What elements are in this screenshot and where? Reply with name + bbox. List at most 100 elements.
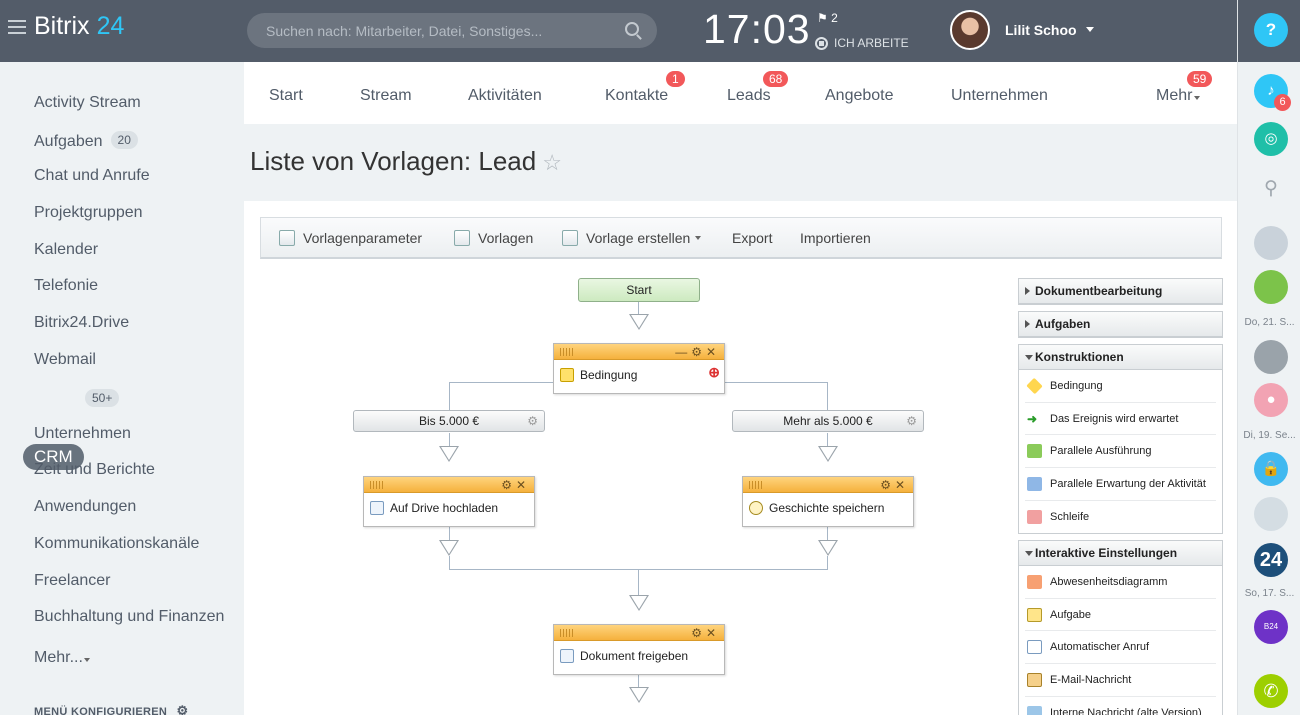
configure-menu[interactable]: MENÜ KONFIGURIEREN ⚙ (34, 703, 188, 715)
nav-zeit[interactable]: Zeit und Berichte (34, 461, 155, 478)
activity-controls[interactable]: ⚙✕ (501, 478, 530, 492)
contact-avatar[interactable] (1254, 497, 1288, 531)
chat-icon[interactable]: ◎ (1254, 122, 1288, 156)
contact-avatar[interactable] (1254, 226, 1288, 260)
nav-crm[interactable]: CRM (23, 444, 84, 470)
import-button[interactable]: Importieren (800, 230, 871, 246)
page-title-text: Liste von Vorlagen: Lead (250, 146, 537, 176)
b24-avatar[interactable]: 24 (1254, 543, 1288, 577)
tab-mehr[interactable]: Mehr (1156, 87, 1200, 105)
panel-aufgaben[interactable]: Aufgaben (1018, 311, 1223, 338)
nav-activity-stream[interactable]: Activity Stream (34, 94, 141, 111)
activity-controls[interactable]: ⚙✕ (880, 478, 909, 492)
panel-header[interactable]: Dokumentbearbeitung (1019, 279, 1222, 304)
tab-kontakte[interactable]: Kontakte (605, 87, 669, 104)
connector (638, 569, 639, 595)
templates-button[interactable]: Vorlagen (454, 230, 533, 246)
main-content: Start Stream Aktivitäten Kontakte 1 Lead… (244, 62, 1237, 715)
upload-activity[interactable]: ⚙✕ Auf Drive hochladen (363, 476, 535, 527)
tab-unternehmen[interactable]: Unternehmen (951, 87, 1048, 104)
designer-toolbar: Vorlagenparameter Vorlagen Vorlage erste… (260, 217, 1222, 259)
search-icon[interactable]: ⚲ (1264, 178, 1278, 199)
panel-header[interactable]: Interaktive Einstellungen (1019, 541, 1222, 566)
activity-label: Bedingung (580, 368, 638, 382)
user-avatar[interactable] (950, 10, 990, 50)
activity-controls[interactable]: ⚙✕ (691, 626, 720, 640)
search-icon[interactable] (625, 22, 639, 36)
nav-kalender[interactable]: Kalender (34, 241, 99, 258)
palette-item[interactable]: Parallele Erwartung der Aktivität (1025, 468, 1216, 501)
app-avatar[interactable]: B24 (1254, 610, 1288, 644)
tab-stream[interactable]: Stream (360, 87, 412, 104)
work-status[interactable]: ICH ARBEITE (815, 36, 909, 50)
create-template-button[interactable]: Vorlage erstellen (562, 230, 702, 246)
clock[interactable]: 17:03 (703, 6, 811, 52)
drag-handle-icon[interactable] (749, 481, 763, 489)
panel-header[interactable]: Konstruktionen (1019, 345, 1222, 370)
branch-right[interactable]: Mehr als 5.000 € ⚙ (732, 410, 924, 432)
phone-icon[interactable]: ✆ (1254, 674, 1288, 708)
palette-item[interactable]: Schleife (1025, 501, 1216, 534)
nav-chat[interactable]: Chat und Anrufe (34, 167, 150, 184)
contact-avatar[interactable] (1254, 270, 1288, 304)
palette-item[interactable]: Aufgabe (1025, 599, 1216, 632)
gear-icon[interactable]: ⚙ (906, 414, 917, 428)
nav-label: Mehr... (34, 649, 83, 666)
tab-leads[interactable]: Leads (727, 87, 771, 104)
tab-angebote[interactable]: Angebote (825, 87, 894, 104)
export-button[interactable]: Export (732, 230, 773, 246)
palette-item[interactable]: Interne Nachricht (alte Version) (1025, 697, 1216, 715)
drag-handle-icon[interactable] (560, 629, 574, 637)
panel-dokumentbearbeitung[interactable]: Dokumentbearbeitung (1018, 278, 1223, 305)
drag-handle-icon[interactable] (370, 481, 384, 489)
publish-activity[interactable]: ⚙✕ Dokument freigeben (553, 624, 725, 675)
history-activity[interactable]: ⚙✕ Geschichte speichern (742, 476, 914, 527)
branch-label: Mehr als 5.000 € (783, 414, 873, 428)
activity-titlebar: ⚙✕ (743, 477, 913, 493)
gear-icon[interactable]: ⚙ (527, 414, 538, 428)
nav-kommunikation[interactable]: Kommunikationskanäle (34, 535, 200, 552)
palette-item[interactable]: Abwesenheitsdiagramm (1025, 566, 1216, 599)
palette-label: Interne Nachricht (alte Version) (1050, 706, 1202, 715)
condition-activity[interactable]: —⚙✕ Bedingung ⊕ (553, 343, 725, 394)
lock-icon[interactable]: 🔒 (1254, 452, 1288, 486)
add-branch-icon[interactable]: ⊕ (708, 364, 720, 380)
start-node[interactable]: Start (578, 278, 700, 302)
panel-header[interactable]: Aufgaben (1019, 312, 1222, 337)
nav-webmail[interactable]: Webmail (34, 351, 96, 368)
chevron-down-icon (1193, 96, 1200, 100)
help-button[interactable]: ? (1254, 13, 1288, 47)
tab-start[interactable]: Start (269, 87, 303, 104)
palette-item[interactable]: Automatischer Anruf (1025, 631, 1216, 665)
nav-unternehmen[interactable]: Unternehmen (34, 425, 131, 442)
contact-avatar[interactable] (1254, 340, 1288, 374)
palette-item[interactable]: Bedingung (1025, 370, 1216, 403)
flag-counter[interactable]: ⚑ 2 (817, 11, 838, 25)
drag-handle-icon[interactable] (560, 348, 574, 356)
tab-aktivitaeten[interactable]: Aktivitäten (468, 87, 542, 104)
branch-left[interactable]: Bis 5.000 €⚙ (353, 410, 545, 432)
bell-icon[interactable]: ♪ (1254, 74, 1288, 108)
mehr-badge: 59 (1187, 71, 1213, 87)
nav-telefonie[interactable]: Telefonie (34, 277, 99, 294)
palette-item[interactable]: ➜Das Ereignis wird erwartet (1025, 403, 1216, 436)
brand-number: 24 (96, 12, 125, 40)
search-input[interactable] (247, 13, 657, 48)
nav-mehr[interactable]: Mehr... (34, 649, 91, 667)
chevron-down-icon[interactable] (1086, 27, 1094, 32)
star-icon[interactable]: ☆ (542, 150, 562, 175)
user-icon[interactable]: ● (1254, 383, 1288, 417)
nav-drive[interactable]: Bitrix24.Drive (34, 314, 130, 331)
palette-item[interactable]: Parallele Ausführung (1025, 435, 1216, 469)
user-name[interactable]: Lilit Schoo (1005, 22, 1077, 38)
nav-projektgruppen[interactable]: Projektgruppen (34, 204, 143, 221)
nav-anwendungen[interactable]: Anwendungen (34, 498, 137, 515)
activity-controls[interactable]: —⚙✕ (675, 345, 720, 359)
menu-hamburger-icon[interactable] (8, 19, 26, 34)
palette-item[interactable]: E-Mail-Nachricht (1025, 664, 1216, 697)
nav-buchhaltung[interactable]: Buchhaltung und Finanzen (34, 608, 225, 625)
template-params-button[interactable]: Vorlagenparameter (279, 230, 422, 246)
nav-freelancer[interactable]: Freelancer (34, 572, 111, 589)
